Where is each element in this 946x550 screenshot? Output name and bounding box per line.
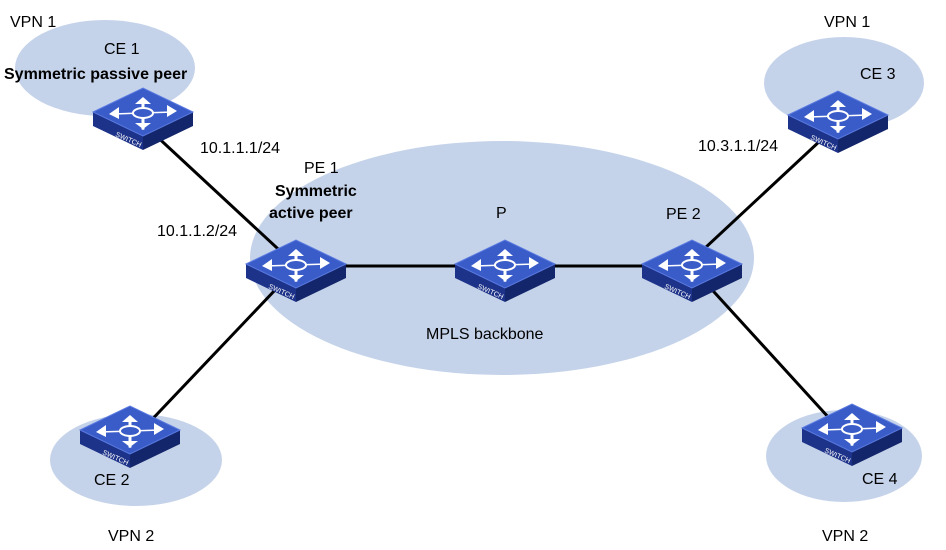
link-pe1-ce2 [140, 266, 298, 432]
device-role-ce1: Symmetric passive peer [4, 66, 187, 83]
device-name-pe2: PE 2 [666, 206, 701, 223]
device-name-p: P [496, 205, 507, 222]
vpn-label-top-right: VPN 1 [824, 14, 870, 31]
device-name-ce4: CE 4 [862, 471, 898, 488]
device-role-pe1-line1: Symmetric [275, 183, 357, 200]
device-name-ce1: CE 1 [104, 41, 140, 58]
interface-ip-ce1: 10.1.1.1/24 [200, 140, 280, 157]
vpn-label-top-left: VPN 1 [10, 14, 56, 31]
device-name-ce3: CE 3 [860, 66, 896, 83]
vpn-label-bottom-left: VPN 2 [108, 528, 154, 545]
link-pe2-ce3 [688, 124, 838, 264]
device-name-ce2: CE 2 [94, 472, 130, 489]
interface-ip-ce3: 10.3.1.1/24 [698, 138, 778, 155]
vpn-label-bottom-right: VPN 2 [822, 528, 868, 545]
device-role-pe1-line2: active peer [269, 205, 353, 222]
link-ce1-pe1 [150, 130, 292, 262]
backbone-label: MPLS backbone [426, 326, 544, 343]
site-ce3-cloud [764, 37, 924, 129]
interface-ip-pe1: 10.1.1.2/24 [157, 223, 237, 240]
link-pe2-ce4 [692, 268, 842, 432]
device-name-pe1: PE 1 [304, 160, 339, 177]
